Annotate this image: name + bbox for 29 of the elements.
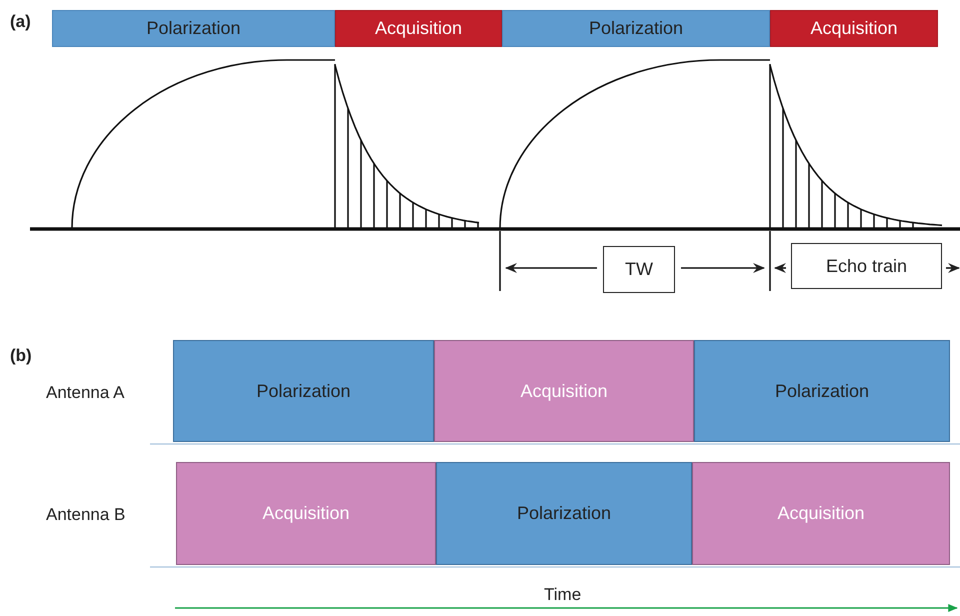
- phase-label: Polarization: [146, 18, 241, 39]
- label-box: [791, 243, 942, 289]
- phase-label: Polarization: [774, 380, 870, 402]
- phase-label: Echo train: [826, 256, 908, 276]
- phase-bar: [502, 10, 770, 47]
- phase-label: Acquisition: [520, 380, 608, 402]
- row-label: Antenna B: [46, 505, 126, 525]
- phase-label: TW: [625, 259, 653, 280]
- phase-label: Acquisition: [262, 503, 350, 524]
- phase-block: [436, 462, 692, 565]
- phase-bar: [52, 10, 335, 47]
- phase-block: [173, 340, 434, 442]
- phase-label: Acquisition: [810, 18, 898, 39]
- phase-block: [692, 462, 950, 565]
- panel-label: (b): [10, 346, 32, 366]
- panel-label: (a): [10, 12, 31, 32]
- axis-title: Time: [544, 585, 582, 605]
- phase-label: Polarization: [588, 18, 684, 39]
- phase-block: [434, 340, 694, 442]
- phase-label: Acquisition: [777, 503, 865, 524]
- phase-label: Acquisition: [374, 18, 462, 39]
- label-box: [603, 246, 675, 293]
- phase-block: [176, 462, 436, 565]
- phase-label: Polarization: [256, 380, 351, 402]
- phase-label: Polarization: [516, 503, 612, 524]
- phase-bar: [335, 10, 502, 47]
- row-label: Antenna A: [46, 383, 124, 403]
- phase-block: [694, 340, 950, 442]
- phase-bar: [770, 10, 938, 47]
